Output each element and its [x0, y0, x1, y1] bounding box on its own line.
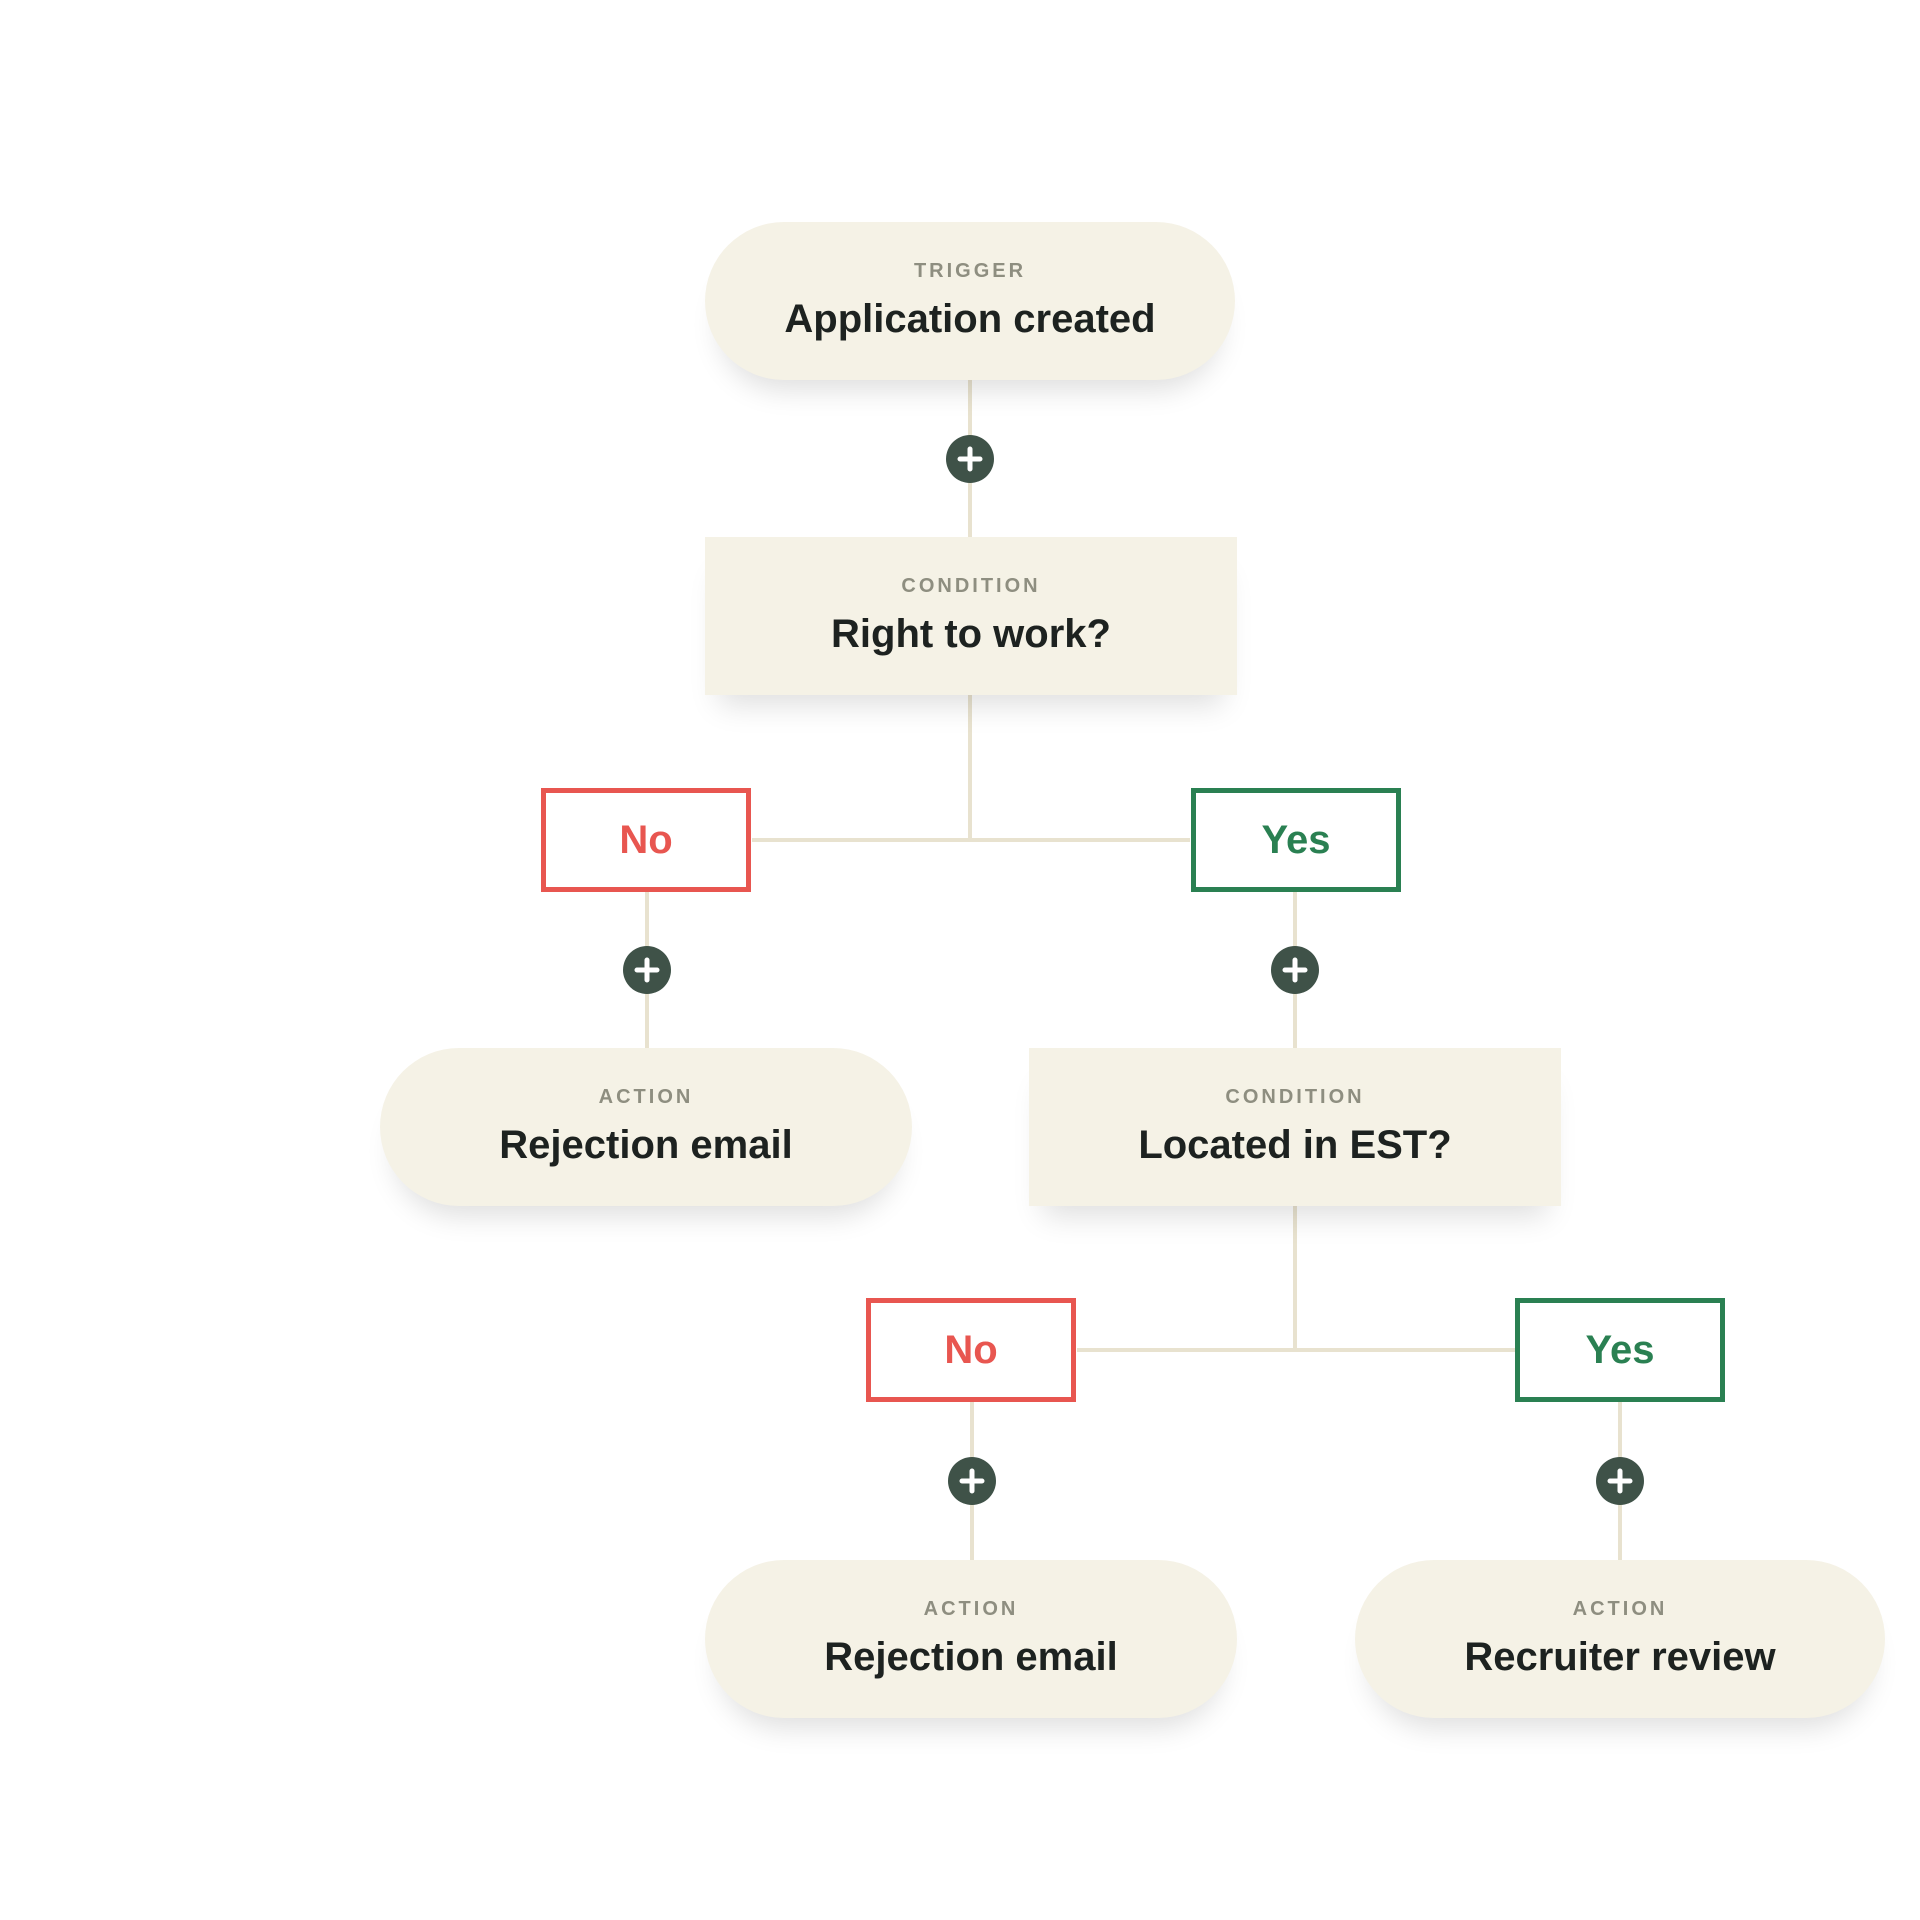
node-kind-label: ACTION — [923, 1598, 1019, 1620]
node-title: Recruiter review — [1464, 1635, 1776, 1679]
condition-node[interactable]: CONDITION Located in EST? — [1029, 1048, 1561, 1206]
node-title: Rejection email — [499, 1123, 793, 1167]
action-node[interactable]: ACTION Rejection email — [705, 1560, 1237, 1718]
branch-yes-label[interactable]: Yes — [1515, 1298, 1725, 1402]
branch-no-label[interactable]: No — [541, 788, 751, 892]
plus-icon — [957, 446, 983, 472]
add-step-button[interactable] — [623, 946, 671, 994]
trigger-node[interactable]: TRIGGER Application created — [705, 222, 1235, 380]
node-kind-label: ACTION — [598, 1086, 694, 1108]
node-title: Rejection email — [824, 1635, 1118, 1679]
add-step-button[interactable] — [1271, 946, 1319, 994]
plus-icon — [959, 1468, 985, 1494]
add-step-button[interactable] — [948, 1457, 996, 1505]
add-step-button[interactable] — [946, 435, 994, 483]
node-kind-label: CONDITION — [1225, 1086, 1365, 1108]
add-step-button[interactable] — [1596, 1457, 1644, 1505]
node-title: Right to work? — [831, 612, 1111, 656]
action-node[interactable]: ACTION Rejection email — [380, 1048, 912, 1206]
node-kind-label: CONDITION — [901, 575, 1041, 597]
plus-icon — [1607, 1468, 1633, 1494]
plus-icon — [1282, 957, 1308, 983]
node-title: Application created — [784, 297, 1156, 341]
branch-no-label[interactable]: No — [866, 1298, 1076, 1402]
node-kind-label: TRIGGER — [913, 260, 1027, 282]
node-kind-label: ACTION — [1572, 1598, 1668, 1620]
plus-icon — [634, 957, 660, 983]
branch-yes-label[interactable]: Yes — [1191, 788, 1401, 892]
node-title: Located in EST? — [1138, 1123, 1452, 1167]
condition-node[interactable]: CONDITION Right to work? — [705, 537, 1237, 695]
action-node[interactable]: ACTION Recruiter review — [1355, 1560, 1885, 1718]
